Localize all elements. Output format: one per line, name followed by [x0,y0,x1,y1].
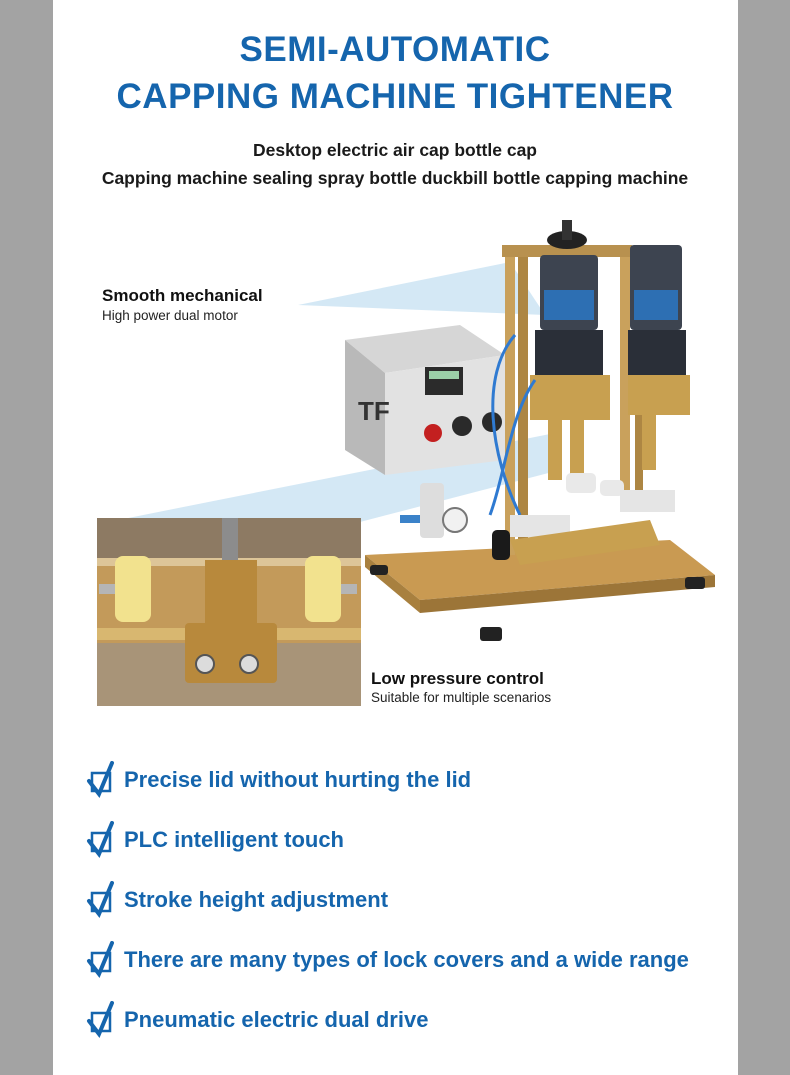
callout-bottom-title: Low pressure control [371,669,544,688]
feature-text: Stroke height adjustment [124,887,389,912]
feature-item: Pneumatic electric dual drive [86,1000,428,1040]
feature-text: Pneumatic electric dual drive [124,1007,429,1032]
callout-bottom-desc: Suitable for multiple scenarios [371,690,552,705]
feature-item: PLC intelligent touch [86,820,344,860]
checkmark-icon [87,941,114,978]
page-title-line-2: CAPPING MACHINE TIGHTENER [116,77,674,116]
callout-top-desc: High power dual motor [102,308,238,323]
checkmark-icon [87,1001,114,1038]
feature-text: Precise lid without hurting the lid [124,767,472,792]
panel-label: TF [358,396,390,426]
subtitle-line-1: Desktop electric air cap bottle cap [253,140,537,160]
subtitle-line-2: Capping machine sealing spray bottle duc… [101,168,689,188]
feature-text: There are many types of lock covers and … [124,947,689,972]
checkmark-icon [87,881,114,918]
closeup-inset-image [97,518,361,706]
capping-machine-image: TF [345,220,715,641]
feature-item: There are many types of lock covers and … [86,940,689,980]
feature-item: Stroke height adjustment [86,880,388,920]
callout-top-title: Smooth mechanical [102,286,263,305]
checkmark-icon [87,761,114,798]
checkmark-icon [87,821,114,858]
page-title-line-1: SEMI-AUTOMATIC [239,30,551,69]
feature-text: PLC intelligent touch [124,827,344,852]
feature-item: Precise lid without hurting the lid [86,760,471,800]
